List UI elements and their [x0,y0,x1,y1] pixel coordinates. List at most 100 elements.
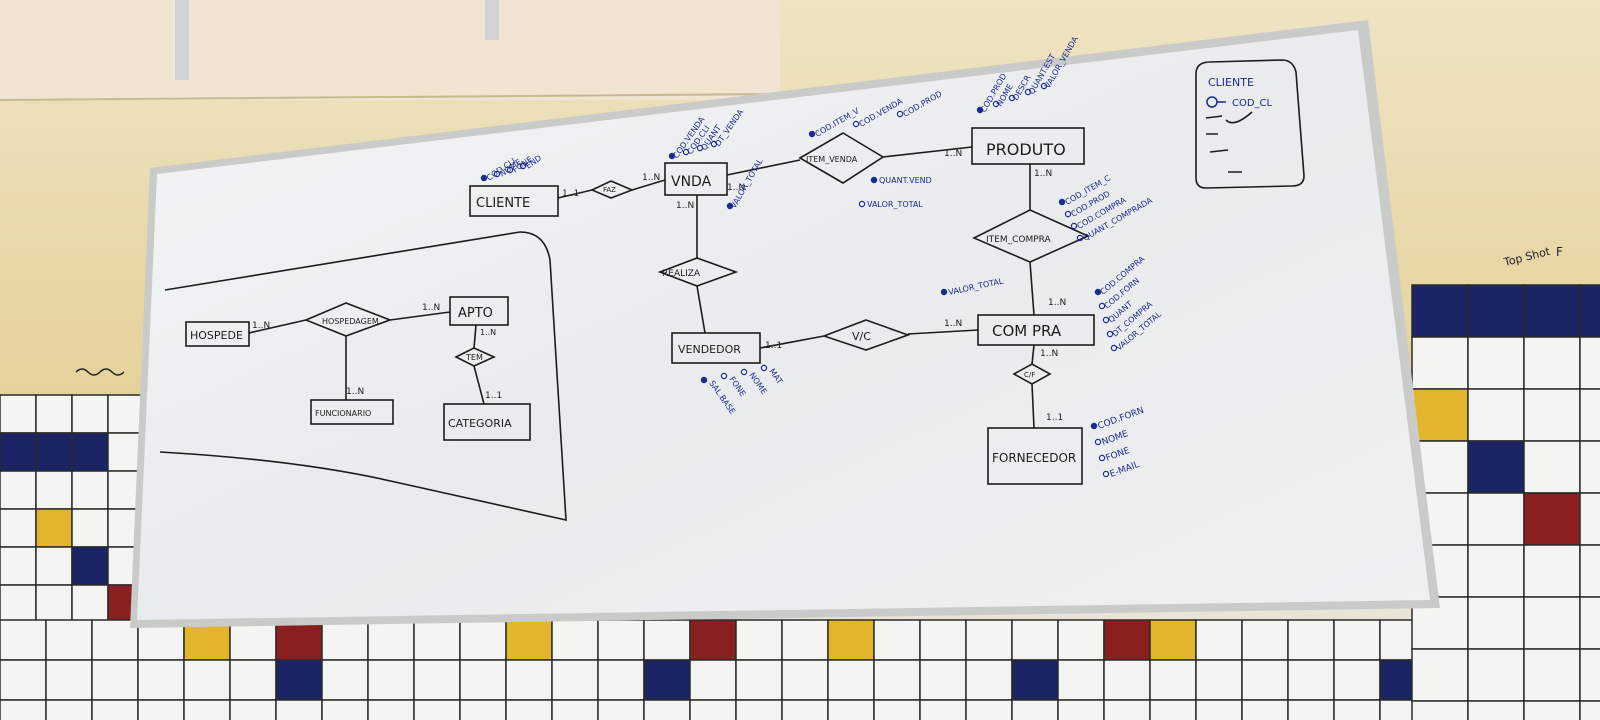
entity-cliente [469,185,559,217]
wall-tile [1579,648,1600,702]
wall-tile [1467,492,1525,546]
wall-tile [1195,699,1243,720]
wall-tile [35,508,73,548]
wall-tile [275,619,323,661]
attr-item-compra-marker [1064,210,1072,218]
wall-tile [35,470,73,510]
wall-tile [1287,699,1335,720]
wall-tile [1411,388,1469,442]
wall-tile [965,619,1013,661]
card-compra-itemcompra: 1..N [1048,298,1066,308]
entity-compra-label: COM PRA [992,322,1062,340]
wall-tile [643,659,691,701]
attr-compra-marker [1098,302,1106,310]
wall-tile [1579,388,1600,442]
card-apto-tem: 1..N [480,328,496,337]
attr-item-venda-bottom: QUANT.VEND [879,176,932,185]
wall-tile [505,619,553,661]
wall-tile [229,699,277,720]
sales-diagram [469,59,1305,485]
wall-tile [367,619,415,661]
attr-fornecedor-marker [1102,470,1110,478]
wall-tile [413,619,461,661]
attr-item-compra-marker [1076,234,1084,242]
wall-tile [1057,659,1105,701]
wall-tile [1057,699,1105,720]
wall-tile [1411,284,1469,338]
attr-compra-marker [1102,316,1110,324]
wall-tile [1467,700,1525,720]
legend-key-item: COD_CL [1232,98,1273,109]
wall-tile [321,619,369,661]
wall-tile [35,394,73,434]
rel-realiza-label: REALIZA [662,269,701,279]
wall-tile [1149,699,1197,720]
wall-tile [1467,596,1525,650]
wall-tile [137,699,185,720]
attr-item-venda-bottom-marker [870,176,878,184]
wall-tile [0,508,37,548]
wall-tile [71,508,109,548]
wall-tile [0,432,37,472]
rel-item-compra [972,209,1090,263]
rel-faz-label: FAZ [603,186,616,194]
attr-item-venda-bottom-marker [858,200,866,208]
wall-tiles [0,284,1600,720]
wall-tile [1241,659,1289,701]
wall-tile [827,699,875,720]
wall-tile [71,394,109,434]
wall-tile [965,699,1013,720]
wall-tile [1523,336,1581,390]
wall-tile [0,394,37,434]
wall-tile [1287,659,1335,701]
attr-item-compra-marker [1058,198,1066,206]
rel-tem [454,347,496,367]
wall-tile [597,699,645,720]
wall-tile [137,659,185,701]
rel-vc [821,319,911,351]
attr-produto-marker [1040,82,1048,90]
attr-vendedor-marker [740,368,748,376]
wall-tile [1579,284,1600,338]
wall-tile [551,619,599,661]
legend-title: CLIENTE [1208,76,1254,89]
wall-tile [1467,648,1525,702]
wall-tile [735,619,783,661]
wall-tile [1195,619,1243,661]
card-venda-item: 1..N [727,183,745,193]
entity-categoria-label: CATEGORIA [448,417,512,430]
attr-fornecedor-marker [1094,438,1102,446]
attr-item-venda-marker [808,130,816,138]
wall-tile [1103,659,1151,701]
wall-tile [413,699,461,720]
wall-tile [1467,388,1525,442]
attr-compra-marker [1110,344,1118,352]
wall-tile [1523,596,1581,650]
entity-apto-label: APTO [458,306,493,321]
wall-tile [827,619,875,661]
wall-tile [71,546,109,586]
wall-tile [919,619,967,661]
wall-tile [459,619,507,661]
wall-tile [1411,336,1469,390]
wall-tile [735,699,783,720]
wall-tile [551,699,599,720]
card-cliente-faz: 1..1 [562,189,579,199]
wall-tile [781,619,829,661]
wall-tile [0,619,47,661]
wall-tile [1467,544,1525,598]
rel-cf-label: C/F [1024,371,1035,379]
wall-tile [0,470,37,510]
card-hosp-func: 1..N [346,387,364,397]
entity-funcionario-label: FUNCIONARIO [315,409,371,418]
wall-tile [689,699,737,720]
entity-cliente-label: CLIENTE [476,196,530,211]
card-hospede-hosp: 1..N [252,321,270,331]
attr-item-compra-total-marker [940,288,948,296]
entity-produto [971,127,1085,165]
attr-produto-marker [992,100,1000,108]
wall-tile [1523,648,1581,702]
attr-cliente-marker [480,174,488,182]
attr-item-venda-marker [896,110,904,118]
